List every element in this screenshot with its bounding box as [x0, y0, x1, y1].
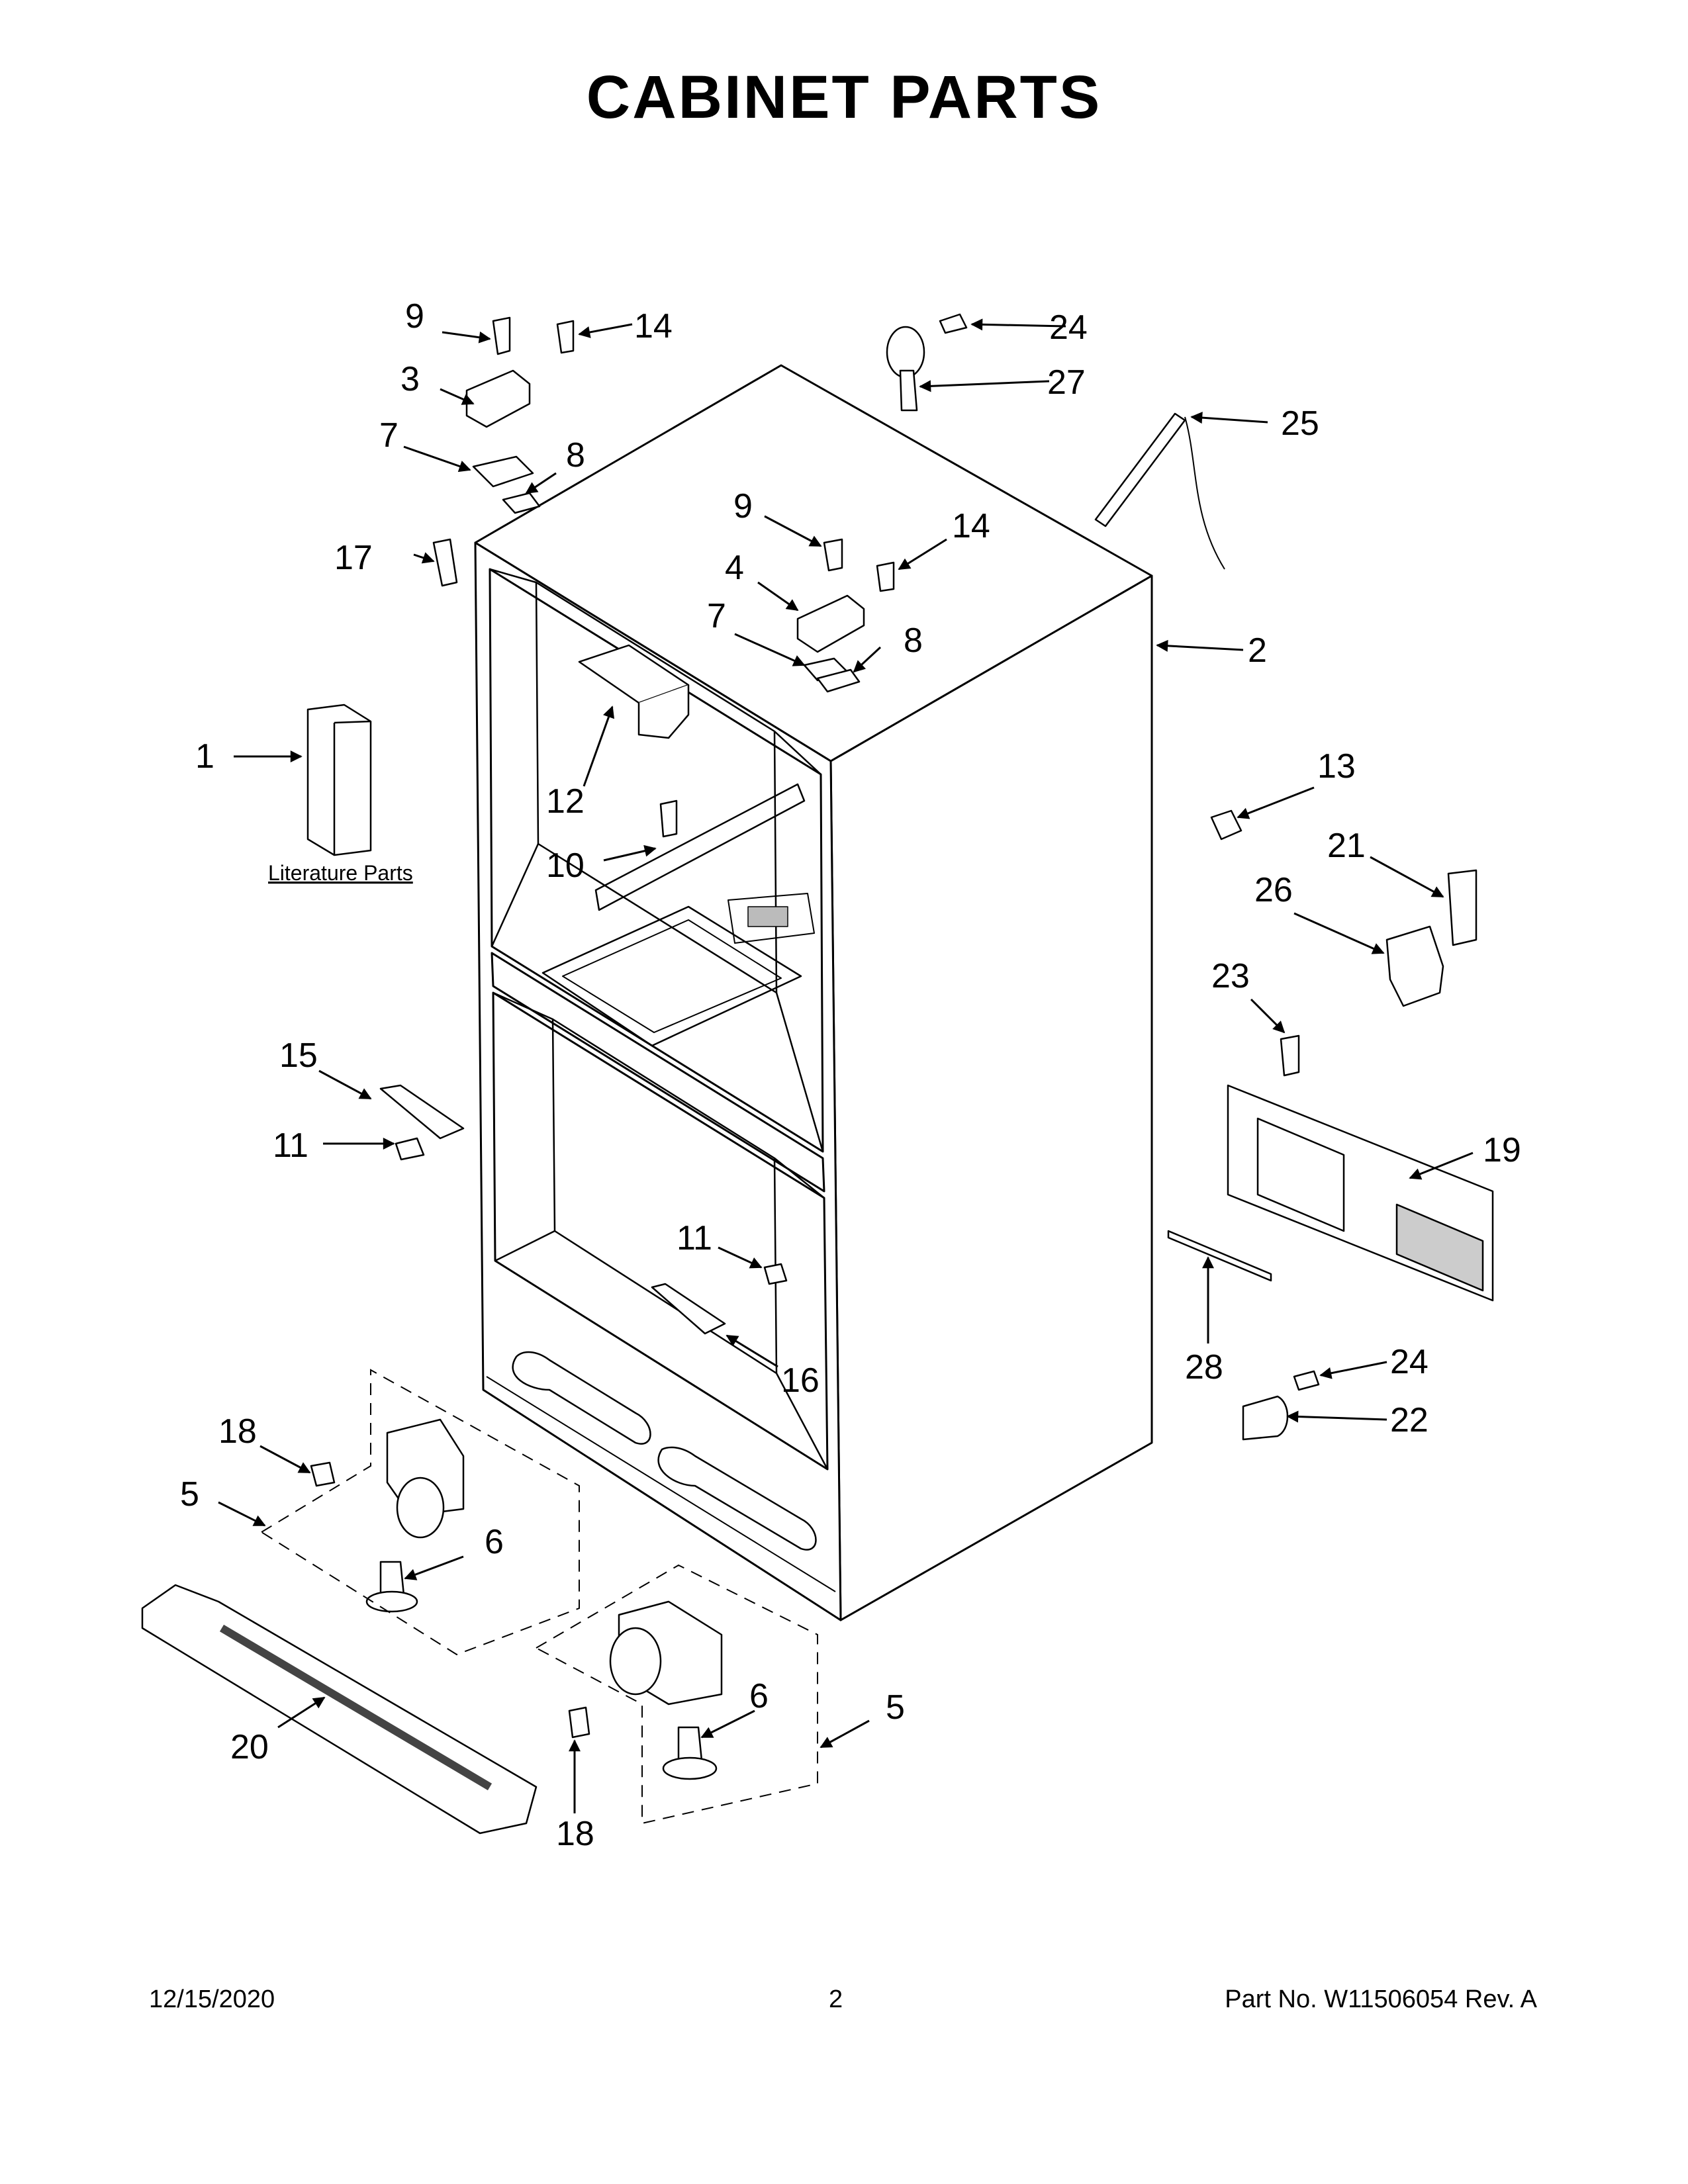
callout-8: 8 [904, 621, 923, 660]
footer-page-number: 2 [829, 1985, 843, 2013]
literature-parts-label: Literature Parts [268, 861, 413, 885]
screw-9a [492, 316, 511, 355]
water-tube-25 [1094, 412, 1186, 527]
callout-28: 28 [1185, 1348, 1223, 1387]
callout-18: 18 [556, 1815, 594, 1853]
callout-3: 3 [400, 360, 420, 398]
screw-10 [659, 799, 678, 838]
callout-23: 23 [1211, 957, 1250, 995]
footer-date: 12/15/2020 [149, 1985, 275, 2013]
water-valve-26 [1385, 925, 1444, 1007]
cabinet [474, 364, 1153, 1621]
callout-20: 20 [230, 1728, 269, 1766]
callout-19: 19 [1483, 1131, 1521, 1169]
callout-11: 11 [273, 1126, 308, 1165]
callout-14: 14 [952, 507, 990, 545]
callout-9: 9 [405, 297, 424, 336]
cover-21 [1447, 869, 1477, 946]
screw-24b [1293, 1370, 1320, 1391]
screw-24a [939, 313, 968, 334]
callout-2: 2 [1248, 631, 1267, 670]
screw-9b [823, 538, 843, 572]
callout-7: 7 [379, 416, 399, 455]
screw-14a [556, 320, 575, 354]
screw-23 [1280, 1034, 1300, 1077]
parts-art [141, 313, 1494, 1835]
roller-27 [886, 326, 925, 379]
callout-10: 10 [546, 846, 585, 885]
callout-7: 7 [707, 597, 726, 635]
callout-24: 24 [1049, 308, 1088, 347]
callout-11: 11 [677, 1219, 712, 1257]
clip-17 [432, 538, 458, 587]
callout-5: 5 [180, 1475, 199, 1514]
screw-18a [310, 1461, 336, 1487]
plate-8b [816, 668, 861, 693]
screw-11a [395, 1137, 425, 1161]
callout-8: 8 [566, 436, 585, 475]
hinge-right [796, 594, 865, 653]
base-grille-20 [141, 1584, 538, 1835]
plate-8a [502, 492, 541, 514]
callout-22: 22 [1390, 1401, 1429, 1439]
callout-18: 18 [218, 1412, 257, 1451]
callout-1: 1 [195, 737, 214, 776]
callout-6: 6 [485, 1523, 504, 1561]
hinge-bracket-16 [651, 1283, 726, 1335]
screw-14b [876, 561, 895, 592]
screw-18b [568, 1706, 590, 1739]
clip-13 [1210, 809, 1243, 841]
screw-11b [763, 1263, 788, 1285]
footer-part-number: Part No. W11506054 Rev. A [1225, 1985, 1537, 2013]
callout-27: 27 [1047, 363, 1086, 402]
callout-21: 21 [1327, 827, 1366, 865]
callout-9: 9 [733, 487, 753, 525]
callout-6: 6 [749, 1677, 769, 1715]
callout-5: 5 [886, 1688, 905, 1727]
gasket-28 [1167, 1230, 1272, 1282]
assembly-outlines [260, 1369, 818, 1825]
hinge-bracket-15 [379, 1084, 465, 1140]
shim-7a [472, 455, 534, 488]
callout-leaders [218, 318, 1474, 1813]
leveling-leg-6a [379, 1561, 405, 1596]
page-title: CABINET PARTS [586, 64, 1102, 131]
callout-24: 24 [1390, 1343, 1429, 1381]
callout-4: 4 [725, 549, 744, 587]
callout-12: 12 [546, 782, 585, 821]
leveling-leg-6b [677, 1726, 703, 1762]
callout-26: 26 [1254, 871, 1293, 909]
callout-13: 13 [1317, 747, 1356, 786]
callout-15: 15 [279, 1036, 318, 1075]
callout-numbers: 9 14 3 7 8 17 9 14 4 7 8 2 24 27 25 1 12… [180, 297, 1521, 1853]
callout-16: 16 [781, 1361, 820, 1400]
literature-booklet [306, 704, 372, 856]
callout-25: 25 [1281, 404, 1319, 443]
callout-14: 14 [634, 307, 673, 345]
callout-17: 17 [334, 539, 373, 577]
hinge-left [465, 369, 531, 428]
clamp-22 [1242, 1395, 1289, 1441]
